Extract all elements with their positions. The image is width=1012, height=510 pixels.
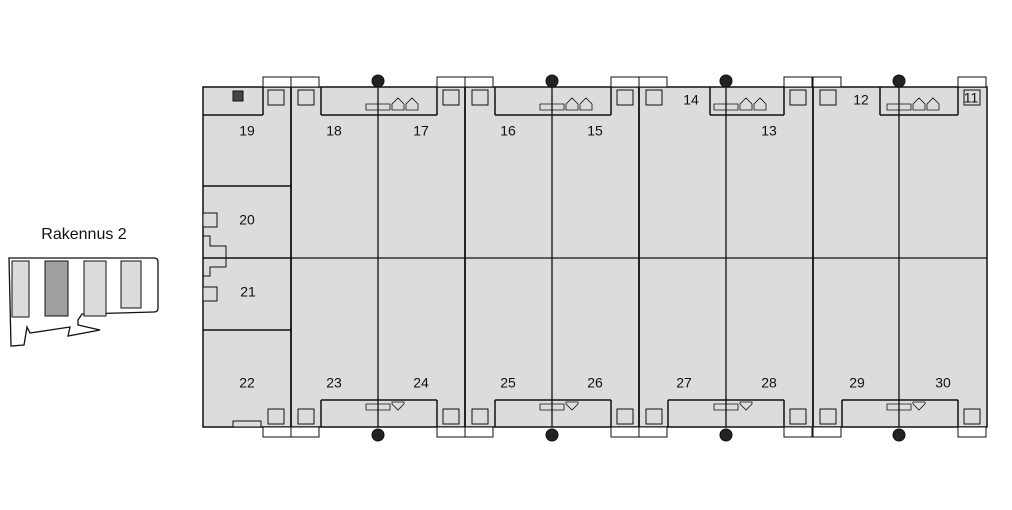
door[interactable] [232, 420, 262, 428]
entrance-canopy [436, 76, 466, 88]
door[interactable] [267, 89, 285, 106]
door[interactable] [616, 408, 634, 425]
entrance-canopy [783, 426, 813, 438]
building-outline-main [202, 86, 988, 428]
building-plan [202, 74, 988, 442]
door[interactable] [202, 212, 218, 228]
unit-label-29[interactable]: 29 [849, 375, 865, 391]
unit-label-16[interactable]: 16 [500, 123, 516, 139]
unit-label-15[interactable]: 15 [587, 123, 603, 139]
door[interactable] [297, 408, 315, 425]
column-icon [719, 428, 733, 442]
column-icon [719, 74, 733, 88]
unit-label-20[interactable]: 20 [239, 212, 255, 228]
unit-label-19[interactable]: 19 [239, 123, 255, 139]
unit-label-30[interactable]: 30 [935, 375, 951, 391]
unit-labels: 19 18 17 16 15 14 13 12 11 20 21 22 23 24 25 26 27 28 29 30 [239, 90, 978, 391]
entrance-canopy [610, 76, 640, 88]
door[interactable] [442, 89, 460, 106]
unit-label-27[interactable]: 27 [676, 375, 692, 391]
door[interactable] [789, 408, 807, 425]
door[interactable] [963, 89, 981, 106]
stair-symbol [539, 97, 593, 111]
stair-symbol [365, 97, 419, 111]
column-icon [545, 74, 559, 88]
column-icon [545, 428, 559, 442]
key-map-title: Rakennus 2 [41, 226, 126, 243]
stair-symbol [886, 97, 940, 111]
door[interactable] [442, 408, 460, 425]
entrance-canopy [957, 76, 987, 88]
entrance-canopy [290, 426, 320, 438]
entrance-canopy [783, 76, 813, 88]
building-block-3[interactable] [83, 260, 107, 317]
unit-label-28[interactable]: 28 [761, 375, 777, 391]
door[interactable] [819, 89, 837, 106]
key-map: Rakennus 2 [8, 226, 159, 347]
entrance-canopy [464, 426, 494, 438]
column-icon [892, 74, 906, 88]
stair-symbol [365, 401, 405, 411]
column-icon [371, 428, 385, 442]
stair-symbol [713, 97, 767, 111]
unit-label-14[interactable]: 14 [683, 92, 699, 108]
unit-label-26[interactable]: 26 [587, 375, 603, 391]
unit-label-12[interactable]: 12 [853, 92, 869, 108]
door[interactable] [297, 89, 315, 106]
entrance-canopy [262, 426, 292, 438]
unit-label-17[interactable]: 17 [413, 123, 429, 139]
door[interactable] [616, 89, 634, 106]
unit-label-22[interactable]: 22 [239, 375, 255, 391]
entrance-canopy [638, 76, 668, 88]
unit-label-21[interactable]: 21 [240, 284, 256, 300]
unit-label-23[interactable]: 23 [326, 375, 342, 391]
door[interactable] [819, 408, 837, 425]
door[interactable] [471, 408, 489, 425]
stair-symbol [539, 401, 579, 411]
door[interactable] [963, 408, 981, 425]
entrance-canopy [610, 426, 640, 438]
column-icon [371, 74, 385, 88]
unit-label-11[interactable]: 11 [964, 90, 979, 106]
entrance-canopy [812, 426, 842, 438]
entrance-canopy [262, 76, 292, 88]
stair-symbol [886, 401, 926, 411]
stair-symbol [232, 90, 244, 102]
unit-label-25[interactable]: 25 [500, 375, 516, 391]
entrance-canopy [957, 426, 987, 438]
building-block-4[interactable] [120, 260, 142, 309]
building-block-1[interactable] [11, 260, 30, 318]
entrance-canopy [812, 76, 842, 88]
door[interactable] [789, 89, 807, 106]
door[interactable] [645, 89, 663, 106]
door[interactable] [202, 286, 218, 302]
stair [203, 235, 227, 277]
door[interactable] [267, 408, 285, 425]
building-block-2-highlighted[interactable] [44, 260, 69, 317]
entrance-canopy [290, 76, 320, 88]
unit-label-24[interactable]: 24 [413, 375, 429, 391]
door[interactable] [645, 408, 663, 425]
stair-symbol [713, 401, 753, 411]
entrance-canopy [638, 426, 668, 438]
entrance-canopy [464, 76, 494, 88]
door[interactable] [471, 89, 489, 106]
unit-label-13[interactable]: 13 [761, 123, 777, 139]
column-icon [892, 428, 906, 442]
entrance-canopy [436, 426, 466, 438]
unit-label-18[interactable]: 18 [326, 123, 342, 139]
